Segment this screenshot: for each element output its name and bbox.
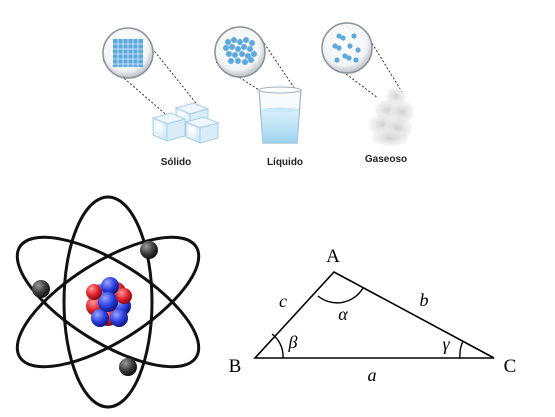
solid-magnifier-icon [102,27,154,79]
angle-gamma-label: γ [442,334,450,354]
solid-particle-lattice-icon [113,39,143,67]
gas-state: Gaseoso [321,22,414,165]
gas-label: Gaseoso [365,154,407,165]
liquid-particles-icon [223,37,257,65]
orbit-diagonal-1 [15,235,201,369]
vertex-b-label: B [229,356,242,377]
ice-cubes-icon [151,102,220,144]
gas-smoke-icon [369,87,414,146]
orbit-diagonal-2 [15,235,201,369]
electron-orbits [15,195,201,409]
side-c-label: c [279,291,287,311]
angle-alpha-label: α [338,304,348,324]
solid-state: Sólido [102,27,220,168]
triangle-shape [253,271,495,359]
electrons [32,241,158,376]
solid-label: Sólido [161,157,192,168]
electron-icon [140,241,158,259]
orbit-vertical [62,195,154,409]
alpha-arc [317,287,364,304]
vertex-a-label: A [326,246,340,267]
liquid-magnifier-icon [214,26,266,78]
vertex-c-label: C [504,356,517,377]
gas-magnifier-icon [321,22,373,74]
nucleus-icon [86,277,132,327]
angle-arcs [271,287,464,359]
gamma-arc [459,340,464,359]
electron-icon [32,280,50,298]
states-of-matter-diagram: Sólido [102,22,414,168]
beta-arc [271,333,284,359]
side-b-label: b [420,290,429,310]
atom-model-diagram [15,195,201,409]
liquid-label: Líquido [267,157,303,168]
angle-beta-label: β [288,332,298,352]
side-a-label: a [368,365,377,385]
water-glass-icon [258,86,302,144]
liquid-state: Líquido [214,26,303,168]
electron-icon [119,358,137,376]
gas-particles-icon [332,33,361,63]
triangle-diagram: A B C a b c α β γ [229,246,517,385]
